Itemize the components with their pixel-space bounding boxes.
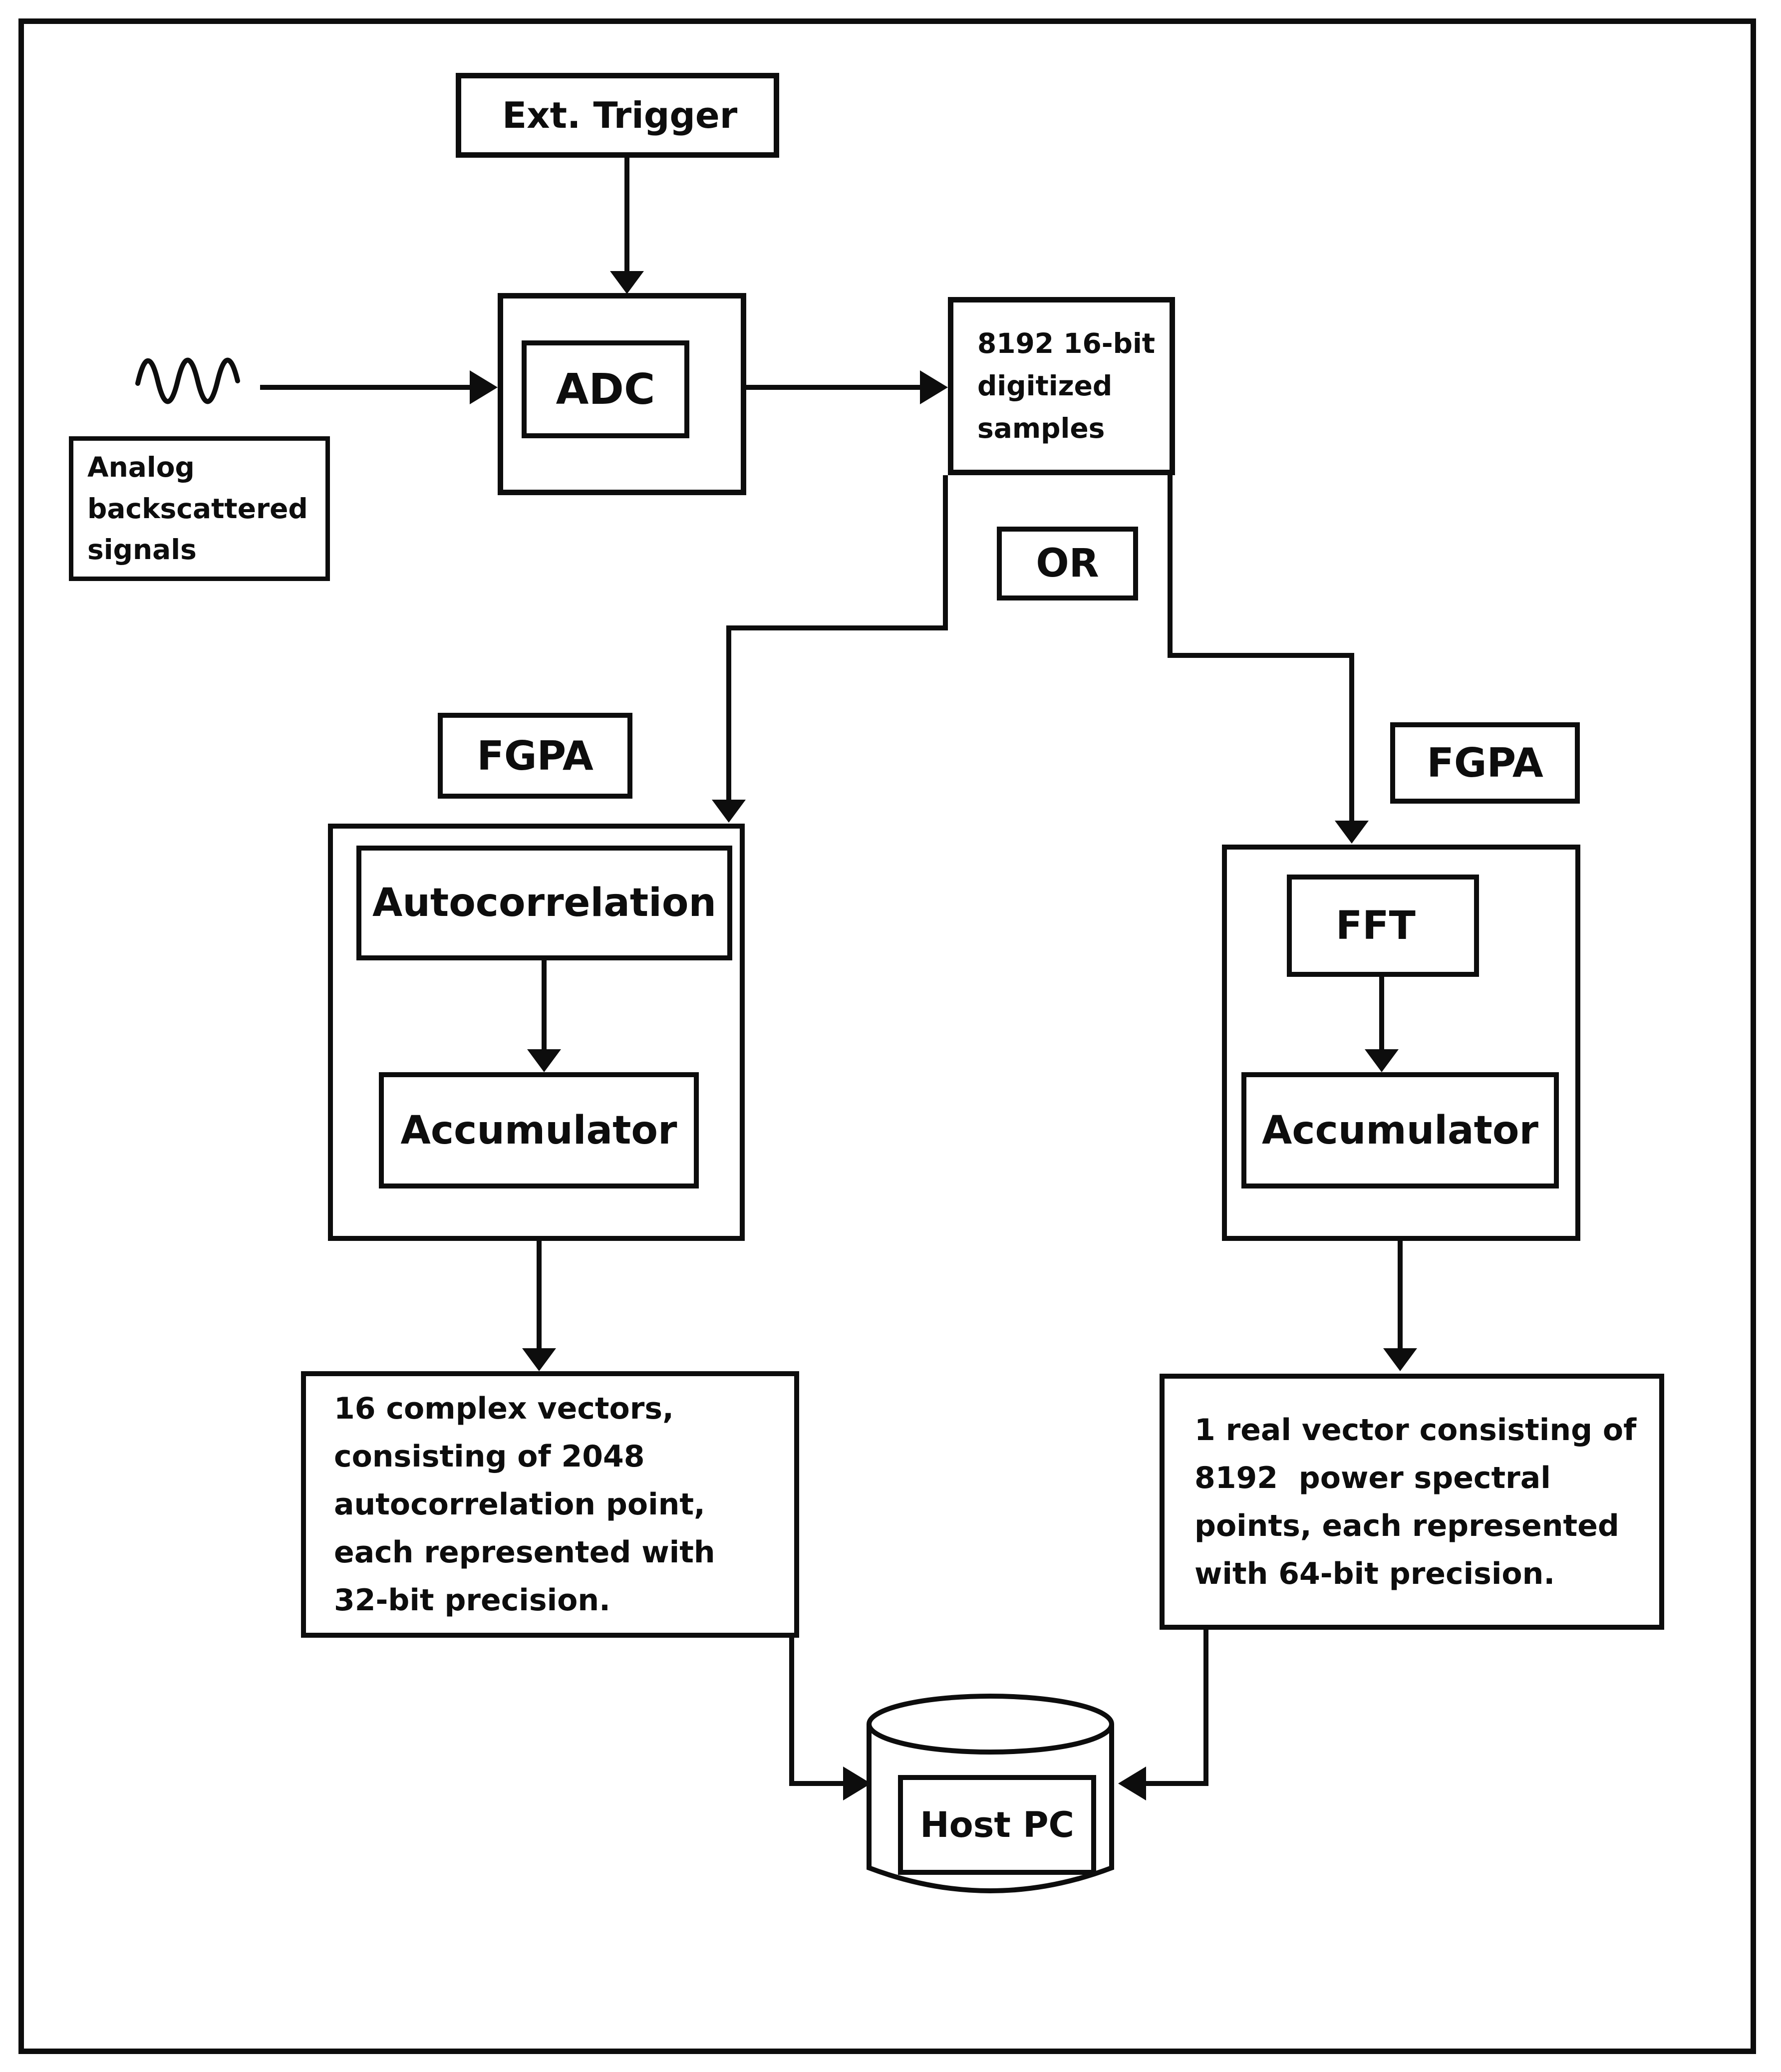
connector-samples-right-vertical: [1168, 475, 1173, 658]
adc-label: ADC: [556, 364, 655, 414]
adc-box: ADC: [522, 340, 689, 438]
arrowhead-right-output: [1383, 1348, 1417, 1371]
host-pc-label: Host PC: [920, 1804, 1074, 1845]
page-border: [18, 18, 1756, 2054]
accumulator-left-box: Accumulator: [379, 1072, 699, 1188]
output-left-line: 16 complex vectors,: [334, 1391, 674, 1426]
output-left-line: consisting of 2048: [334, 1439, 645, 1474]
output-left-box: 16 complex vectors, consisting of 2048 a…: [301, 1371, 799, 1638]
connector-left-branch-drop: [726, 625, 731, 800]
connector-fft-to-accumulator: [1379, 977, 1384, 1050]
connector-samples-left-horizontal: [729, 625, 948, 630]
output-right-line: points, each represented: [1194, 1508, 1619, 1543]
connector-trigger-to-adc: [624, 158, 629, 271]
arrowhead-into-hostpc-left: [843, 1767, 871, 1800]
digitized-samples-line: samples: [977, 412, 1105, 445]
fft-label: FFT: [1336, 903, 1416, 948]
or-label: OR: [1036, 541, 1099, 586]
connector-right-branch-drop: [1349, 653, 1354, 821]
digitized-samples-line: 8192 16-bit: [977, 327, 1156, 359]
connector-output-right-horizontal: [1146, 1781, 1203, 1786]
connector-adc-to-samples: [746, 385, 921, 390]
host-pc-box: Host PC: [898, 1775, 1096, 1875]
autocorrelation-label: Autocorrelation: [372, 881, 716, 925]
arrowhead-autocorr-to-accumulator: [527, 1049, 561, 1072]
arrowhead-right-branch: [1335, 821, 1369, 844]
digitized-samples-box: 8192 16-bit digitized samples: [948, 297, 1175, 475]
ext-trigger-box: Ext. Trigger: [456, 73, 779, 158]
fft-box: FFT: [1287, 875, 1479, 977]
autocorrelation-box: Autocorrelation: [356, 846, 732, 960]
connector-autocorr-to-accumulator: [542, 960, 547, 1050]
fpga-left-label-box: FGPA: [438, 713, 632, 799]
output-right-line: with 64-bit precision.: [1194, 1556, 1555, 1591]
analog-signals-line: signals: [87, 534, 197, 566]
connector-signal-to-adc: [260, 385, 471, 390]
connector-right-container-to-output: [1398, 1241, 1403, 1349]
analog-signals-line: backscattered: [87, 492, 308, 525]
ext-trigger-label: Ext. Trigger: [502, 94, 738, 136]
connector-samples-right-horizontal: [1170, 653, 1354, 658]
sine-wave-icon: [135, 357, 240, 404]
accumulator-right-label: Accumulator: [1262, 1108, 1538, 1153]
fpga-right-label: FGPA: [1427, 740, 1543, 786]
analog-signals-box: Analog backscattered signals: [69, 436, 330, 581]
fpga-left-label: FGPA: [477, 732, 594, 779]
connector-output-left-horizontal: [792, 1781, 843, 1786]
connector-samples-left-vertical: [943, 475, 948, 630]
output-left-line: autocorrelation point,: [334, 1487, 705, 1522]
arrowhead-trigger-to-adc: [610, 271, 644, 294]
connector-output-right-down: [1203, 1630, 1208, 1786]
arrowhead-into-hostpc-right: [1118, 1767, 1146, 1800]
accumulator-right-box: Accumulator: [1241, 1072, 1559, 1188]
arrowhead-adc-to-samples: [920, 370, 948, 404]
output-left-line: 32-bit precision.: [334, 1583, 610, 1618]
arrowhead-left-branch: [712, 800, 746, 823]
output-right-line: 8192 power spectral: [1194, 1460, 1551, 1495]
output-right-line: 1 real vector consisting of: [1194, 1412, 1637, 1448]
digitized-samples-line: digitized: [977, 369, 1113, 402]
output-left-line: each represented with: [334, 1535, 715, 1570]
arrowhead-fft-to-accumulator: [1365, 1049, 1399, 1072]
connector-left-container-to-output: [537, 1241, 542, 1349]
connector-output-left-down: [789, 1638, 794, 1786]
fpga-right-label-box: FGPA: [1390, 722, 1580, 804]
arrowhead-left-output: [522, 1348, 556, 1371]
output-right-box: 1 real vector consisting of 8192 power s…: [1160, 1374, 1664, 1630]
accumulator-left-label: Accumulator: [400, 1108, 677, 1153]
arrowhead-signal-to-adc: [470, 370, 498, 404]
or-box: OR: [997, 527, 1138, 600]
analog-signals-line: Analog: [87, 451, 195, 484]
